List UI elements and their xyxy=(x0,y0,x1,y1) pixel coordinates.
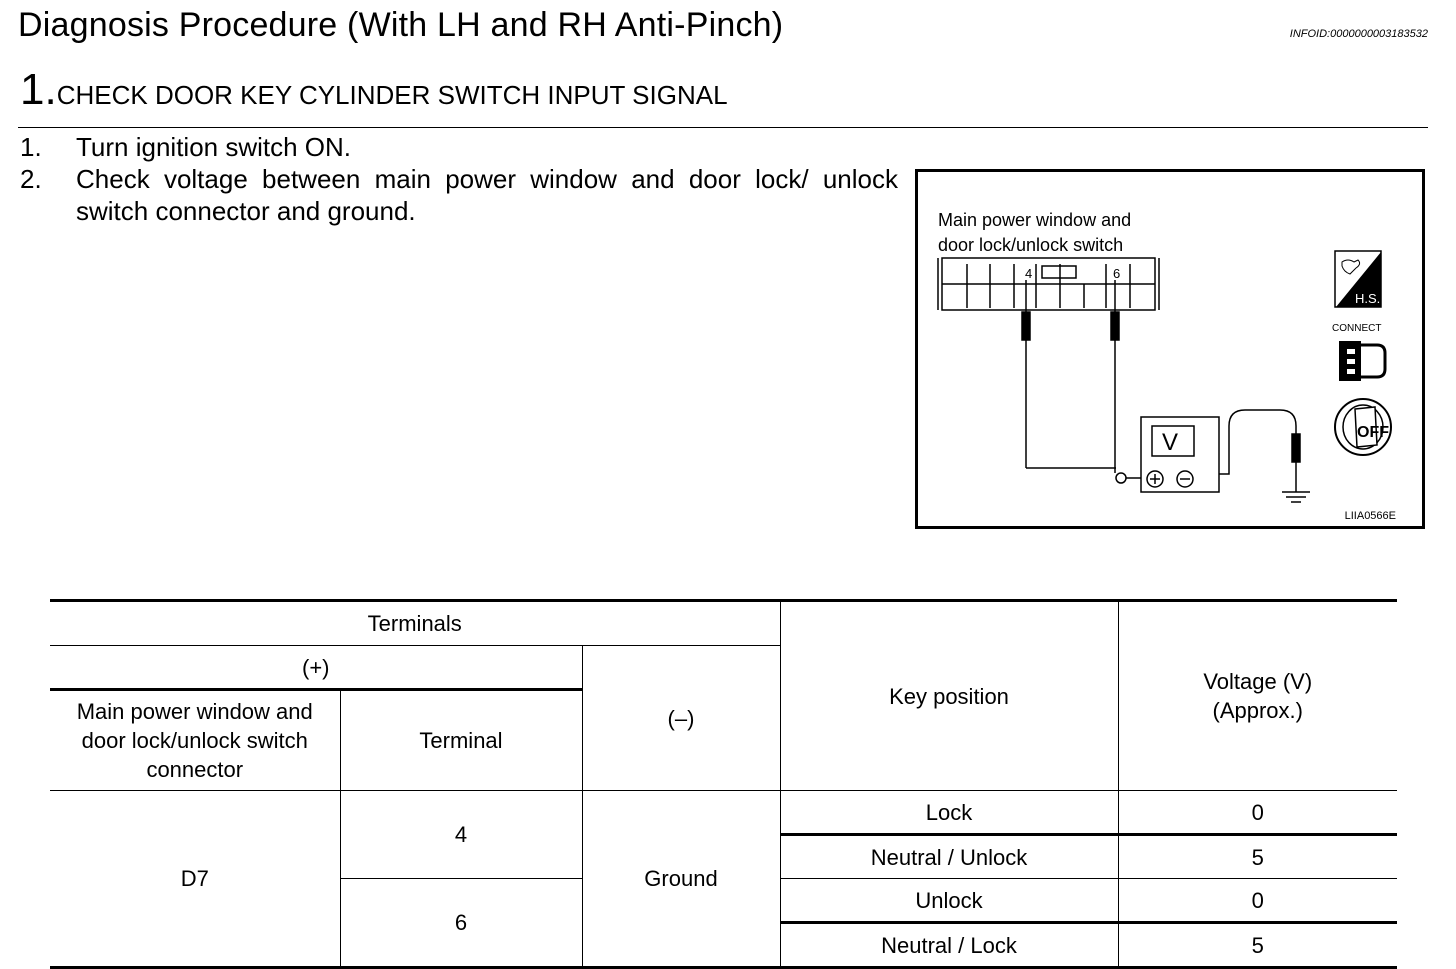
info-id: INFOID:0000000003183532 xyxy=(1289,28,1428,40)
hs-icon: H.S. xyxy=(1334,250,1382,308)
terminal-cell: 6 xyxy=(340,878,583,969)
terminal-header: Terminal xyxy=(340,689,583,791)
list-item-number: 1. xyxy=(20,132,42,162)
voltage-cell: 5 xyxy=(1118,834,1397,879)
minus-header: (–) xyxy=(582,645,781,791)
voltage-cell: 0 xyxy=(1118,878,1397,924)
voltage-cell: 0 xyxy=(1118,790,1397,836)
key-cell: Lock xyxy=(780,790,1119,836)
connector-header: Main power window and door lock/unlock s… xyxy=(50,689,341,791)
step-number: 1. xyxy=(20,65,57,114)
key-cell: Unlock xyxy=(780,878,1119,924)
pin-4-label: 4 xyxy=(1025,266,1032,281)
ignition-off-icon: OFF xyxy=(1334,398,1392,456)
connector-cell: D7 xyxy=(50,790,341,969)
list-item-text: Check voltage between main power window … xyxy=(76,164,898,226)
terminal-cell: 4 xyxy=(340,790,583,879)
key-position-header: Key position xyxy=(780,599,1119,791)
terminals-header: Terminals xyxy=(50,599,781,646)
ground-cell: Ground xyxy=(582,790,781,969)
hs-label: H.S. xyxy=(1355,291,1380,306)
probe-icon xyxy=(1021,280,1120,473)
list-item: 1. Turn ignition switch ON. xyxy=(20,131,898,163)
voltage-cell: 5 xyxy=(1118,922,1397,969)
key-cell: Neutral / Lock xyxy=(780,922,1119,969)
step-title: CHECK DOOR KEY CYLINDER SWITCH INPUT SIG… xyxy=(56,80,728,110)
voltage-header: Voltage (V) (Approx.) xyxy=(1118,599,1397,791)
circuit-drawing: 4 6 V xyxy=(937,257,1310,503)
meter-label: V xyxy=(1162,429,1178,456)
pin-6-label: 6 xyxy=(1113,266,1120,281)
heading-rule xyxy=(18,127,1428,128)
plus-header: (+) xyxy=(50,645,583,691)
off-label: OFF xyxy=(1357,424,1389,441)
step-heading: 1.CHECK DOOR KEY CYLINDER SWITCH INPUT S… xyxy=(20,68,728,112)
instruction-list: 1. Turn ignition switch ON. 2. Check vol… xyxy=(20,131,898,227)
connector-icon xyxy=(937,257,1160,311)
voltage-table: Terminals Key position Voltage (V) (Appr… xyxy=(50,599,1397,969)
connect-label: CONNECT xyxy=(1332,323,1382,334)
wiring-diagram: Main power window and door lock/unlock s… xyxy=(915,169,1425,529)
voltmeter-icon xyxy=(1115,409,1297,493)
connect-icon xyxy=(1339,341,1387,381)
connector-label: Main power window and door lock/unlock s… xyxy=(938,210,1132,255)
page-title: Diagnosis Procedure (With LH and RH Anti… xyxy=(18,6,784,44)
list-item-text: Turn ignition switch ON. xyxy=(76,132,352,162)
list-item-number: 2. xyxy=(20,164,42,194)
ground-icon xyxy=(1282,433,1310,503)
list-item: 2. Check voltage between main power wind… xyxy=(20,163,898,227)
figure-code: LIIA0566E xyxy=(1344,510,1396,522)
key-cell: Neutral / Unlock xyxy=(780,834,1119,879)
